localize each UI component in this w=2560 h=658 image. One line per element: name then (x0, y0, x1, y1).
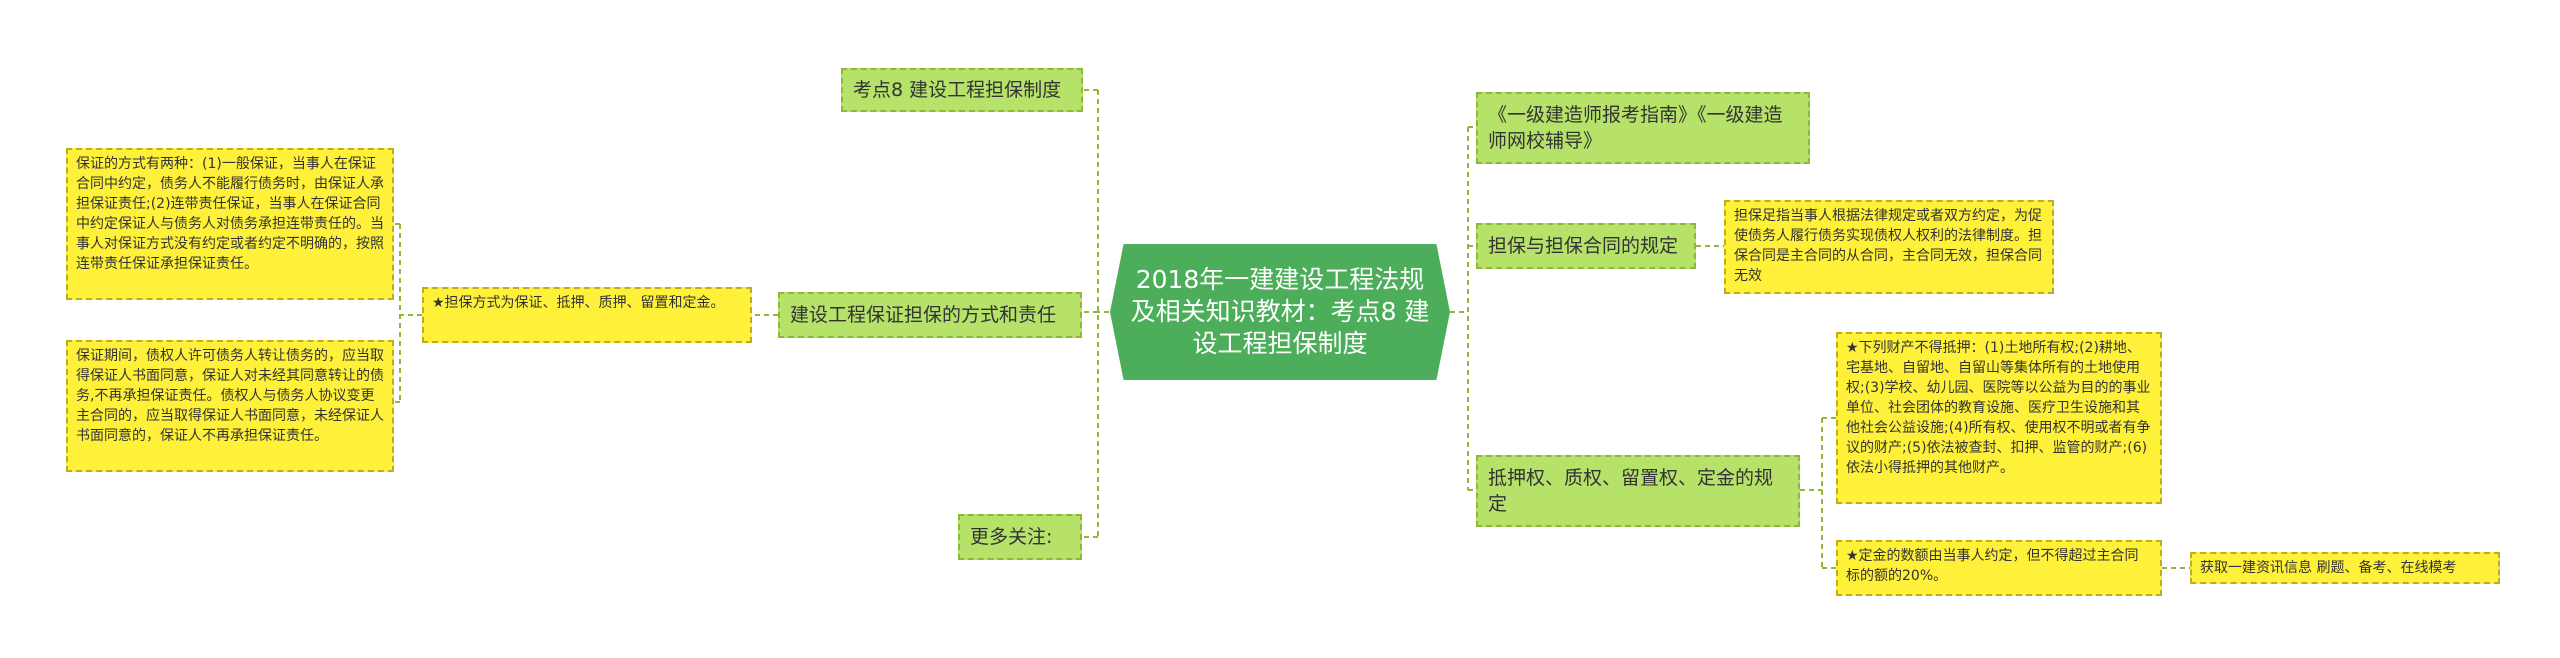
branch-baozheng-fangshi[interactable]: 建设工程保证担保的方式和责任 (778, 292, 1082, 338)
leaf-hetong-text: 担保足指当事人根据法律规定或者双方约定，为促使债务人履行债务实现债权人权利的法律… (1734, 208, 2042, 284)
branch-hetong-label: 担保与担保合同的规定 (1488, 235, 1679, 257)
branch-baozheng-fangshi-label: 建设工程保证担保的方式和责任 (790, 304, 1057, 326)
root-topic[interactable]: 2018年一建建设工程法规及相关知识教材：考点8 建设工程担保制度 (1110, 244, 1450, 380)
leaf-zixun-text: 获取一建资讯信息 刷题、备考、在线模考 (2200, 560, 2457, 576)
branch-kaodian-label: 考点8 建设工程担保制度 (853, 79, 1062, 101)
leaf-baozheng-fangshi[interactable]: 保证的方式有两种：(1)一般保证，当事人在保证合同中约定，债务人不能履行债务时，… (66, 148, 394, 300)
leaf-zixun[interactable]: 获取一建资讯信息 刷题、备考、在线模考 (2190, 552, 2500, 584)
leaf-dingjin-text: ★定金的数额由当事人约定，但不得超过主合同标的额的20%。 (1846, 548, 2139, 584)
root-topic-label: 2018年一建建设工程法规及相关知识教材：考点8 建设工程担保制度 (1130, 265, 1430, 358)
leaf-baozheng-qijian-text: 保证期间，债权人许可债务人转让债务的，应当取得保证人书面同意，保证人对未经其同意… (76, 348, 384, 444)
branch-kaodian[interactable]: 考点8 建设工程担保制度 (841, 68, 1083, 112)
branch-more[interactable]: 更多关注: (958, 514, 1082, 560)
branch-hetong[interactable]: 担保与担保合同的规定 (1476, 223, 1696, 269)
leaf-hetong[interactable]: 担保足指当事人根据法律规定或者双方约定，为促使债务人履行债务实现债权人权利的法律… (1724, 200, 2054, 294)
branch-diya[interactable]: 抵押权、质权、留置权、定金的规定 (1476, 455, 1800, 527)
leaf-bude-diya-text: ★下列财产不得抵押：(1)土地所有权;(2)耕地、宅基地、自留地、自留山等集体所… (1846, 340, 2151, 476)
leaf-danbao-fangshi[interactable]: ★担保方式为保证、抵押、质押、留置和定金。 (422, 287, 752, 343)
leaf-dingjin[interactable]: ★定金的数额由当事人约定，但不得超过主合同标的额的20%。 (1836, 540, 2162, 596)
leaf-baozheng-qijian[interactable]: 保证期间，债权人许可债务人转让债务的，应当取得保证人书面同意，保证人对未经其同意… (66, 340, 394, 472)
leaf-danbao-fangshi-text: ★担保方式为保证、抵押、质押、留置和定金。 (432, 295, 725, 311)
branch-more-label: 更多关注: (970, 526, 1053, 548)
branch-zhinan-label: 《一级建造师报考指南》《一级建造师网校辅导》 (1488, 104, 1783, 152)
branch-diya-label: 抵押权、质权、留置权、定金的规定 (1488, 467, 1774, 515)
branch-zhinan[interactable]: 《一级建造师报考指南》《一级建造师网校辅导》 (1476, 92, 1810, 164)
leaf-bude-diya[interactable]: ★下列财产不得抵押：(1)土地所有权;(2)耕地、宅基地、自留地、自留山等集体所… (1836, 332, 2162, 504)
leaf-baozheng-fangshi-text: 保证的方式有两种：(1)一般保证，当事人在保证合同中约定，债务人不能履行债务时，… (76, 156, 384, 272)
